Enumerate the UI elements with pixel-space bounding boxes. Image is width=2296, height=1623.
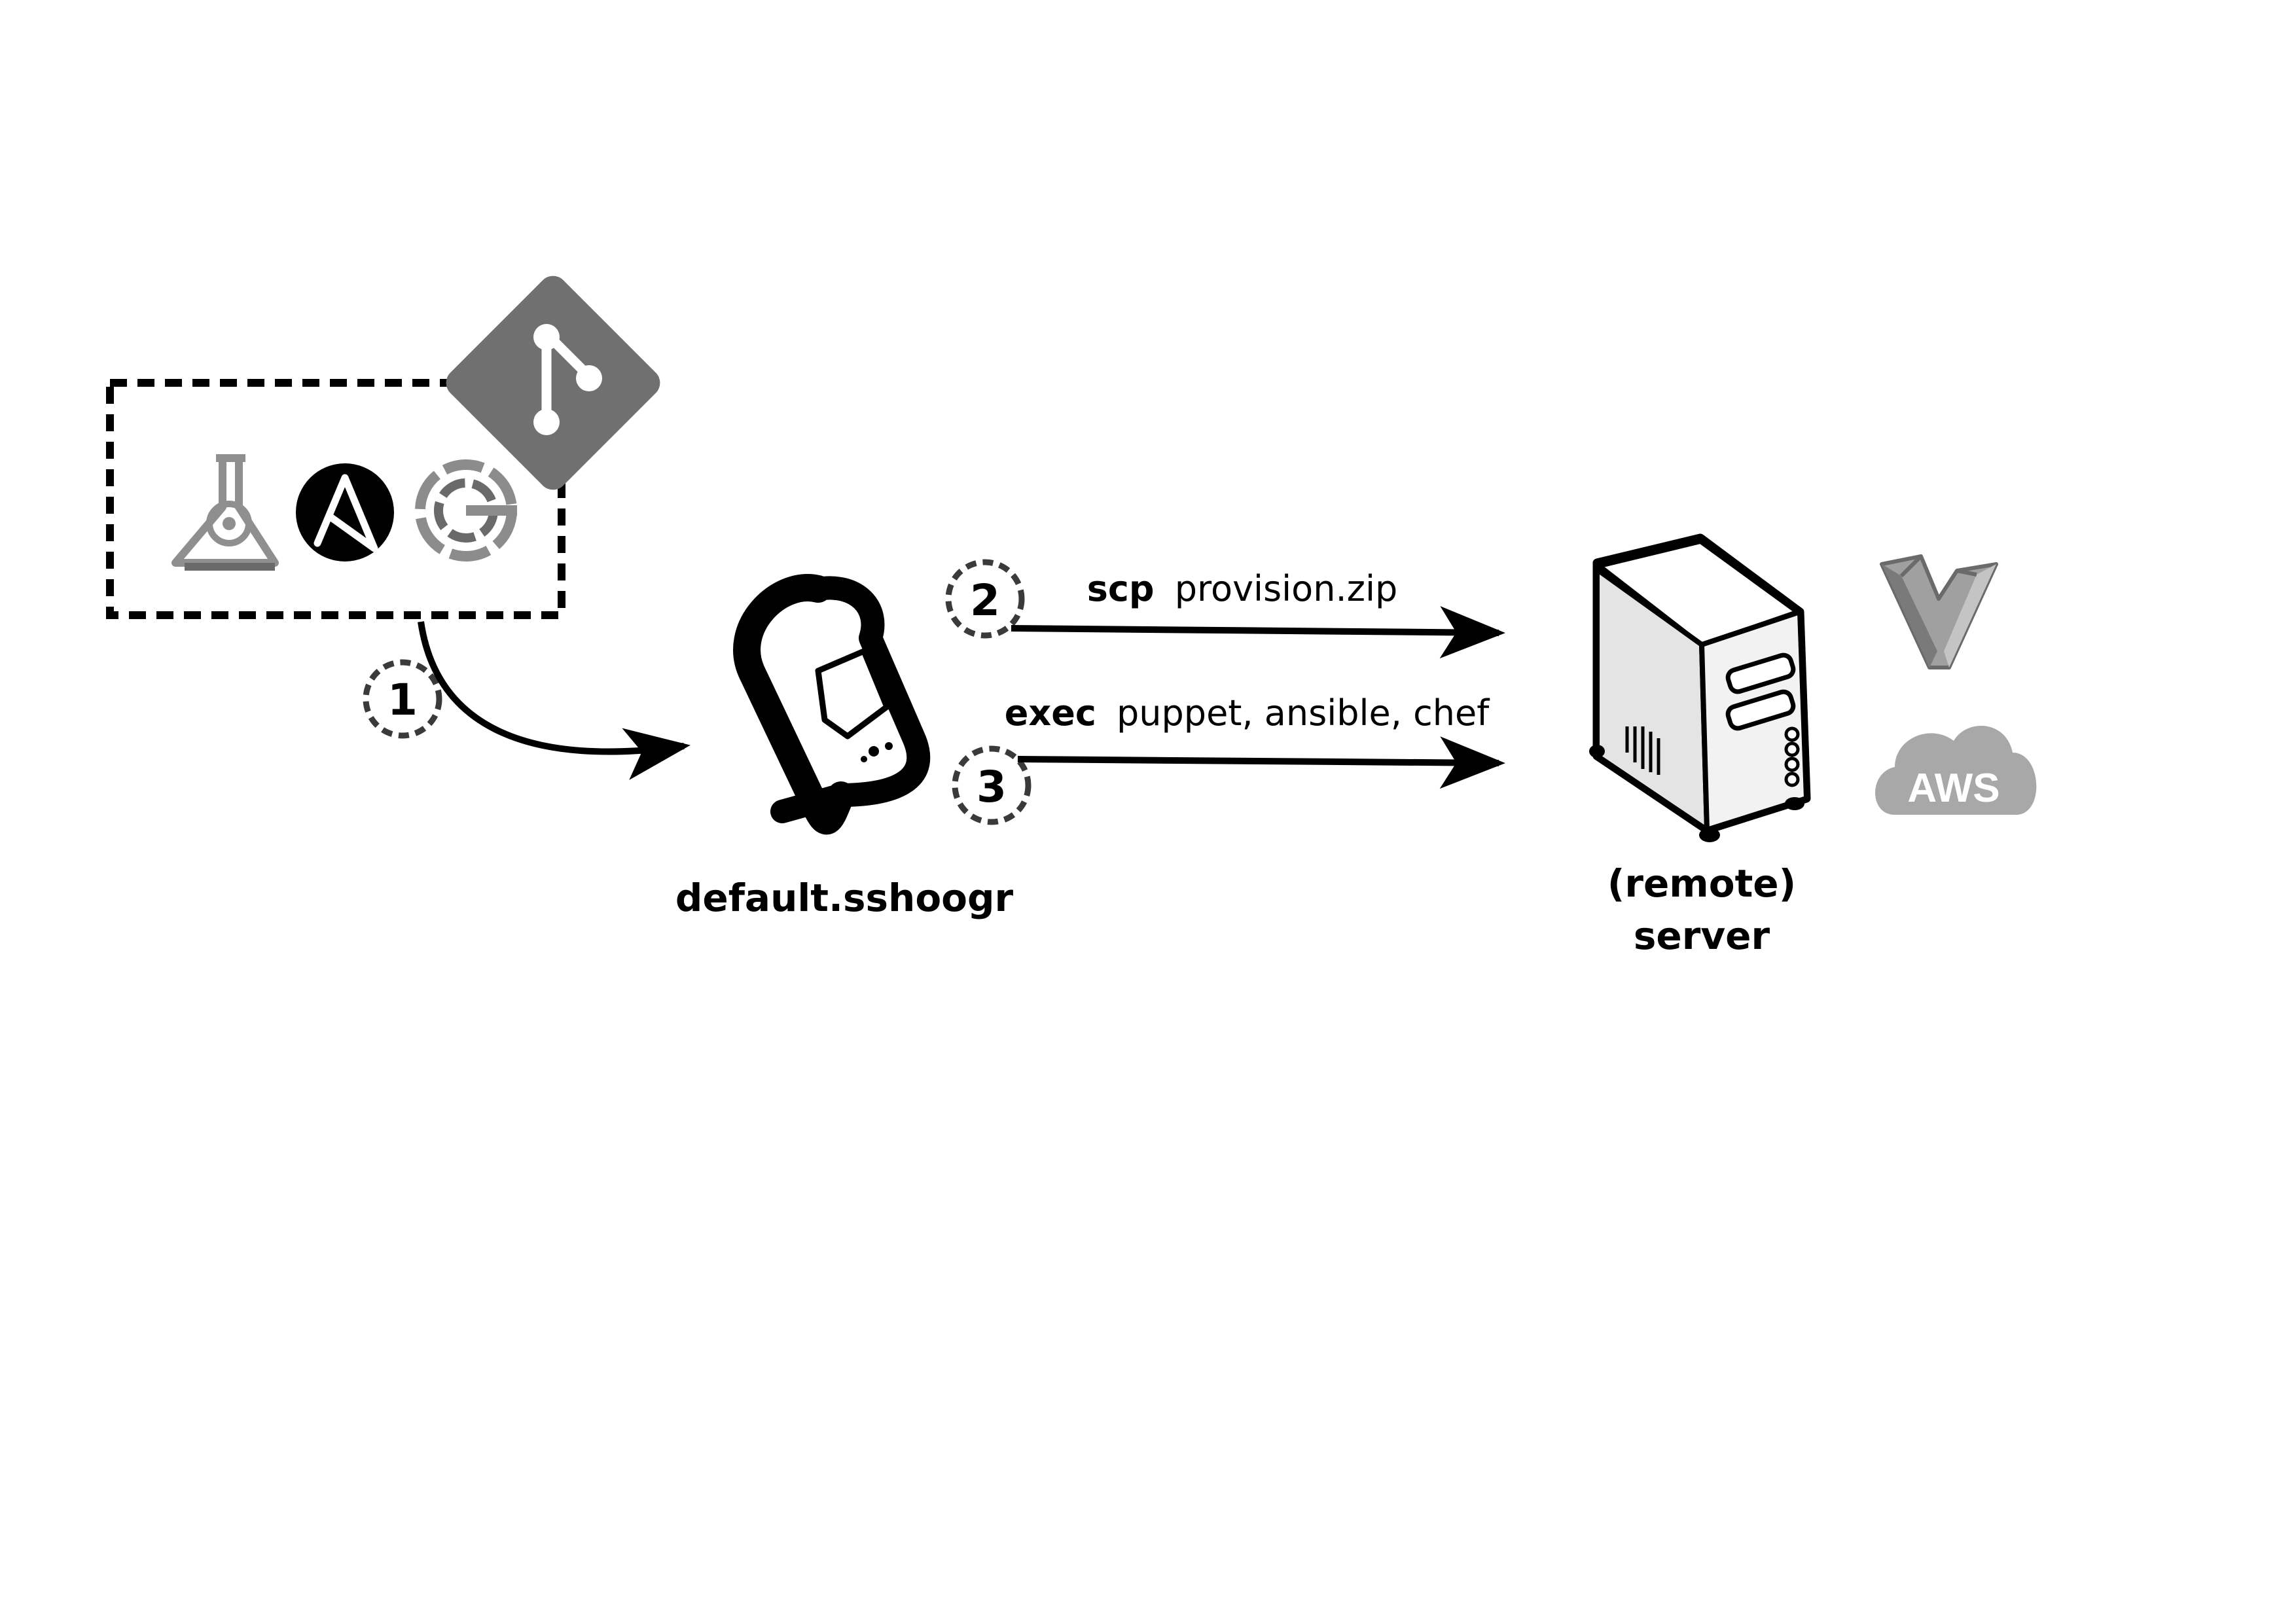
scp-command: scp [1087,568,1155,609]
drive-bay-1 [1725,652,1796,694]
step-1-marker: 1 [363,659,442,739]
step-3-number: 3 [977,762,1007,812]
chef-flask-icon [171,454,279,571]
server-label-line1: (remote) [1607,861,1796,906]
scroll-icon [733,574,931,835]
exec-command: exec [1005,692,1096,734]
vagrant-icon [1880,554,1998,669]
scp-arrow [1011,606,1505,659]
scp-argument: provision.zip [1175,568,1397,609]
script-label: default.sshoogr [675,876,1014,920]
aws-cloud-icon: AWS [1875,726,2037,815]
step-1-arrow [418,621,691,780]
scp-label: scp provision.zip [1087,568,1397,609]
vent-grille [1625,726,1660,775]
server-tower-icon [1589,533,1811,842]
aws-label: AWS [1907,766,2000,811]
server-label-line2: server [1634,914,1770,958]
exec-label: exec puppet, ansible, chef [1005,692,1490,734]
provisioning-files-box [106,379,565,619]
ansible-icon [296,463,394,562]
step-2-number: 2 [970,575,1000,626]
exec-argument: puppet, ansible, chef [1117,692,1490,734]
step-1-number: 1 [387,675,418,725]
step-3-marker: 3 [952,745,1031,825]
puppet-ring-icon [415,459,517,562]
step-2-marker: 2 [945,559,1025,639]
git-icon-branches [533,324,602,435]
exec-arrow [1017,736,1505,789]
git-icon [446,276,660,490]
drive-bay-2 [1725,689,1796,731]
